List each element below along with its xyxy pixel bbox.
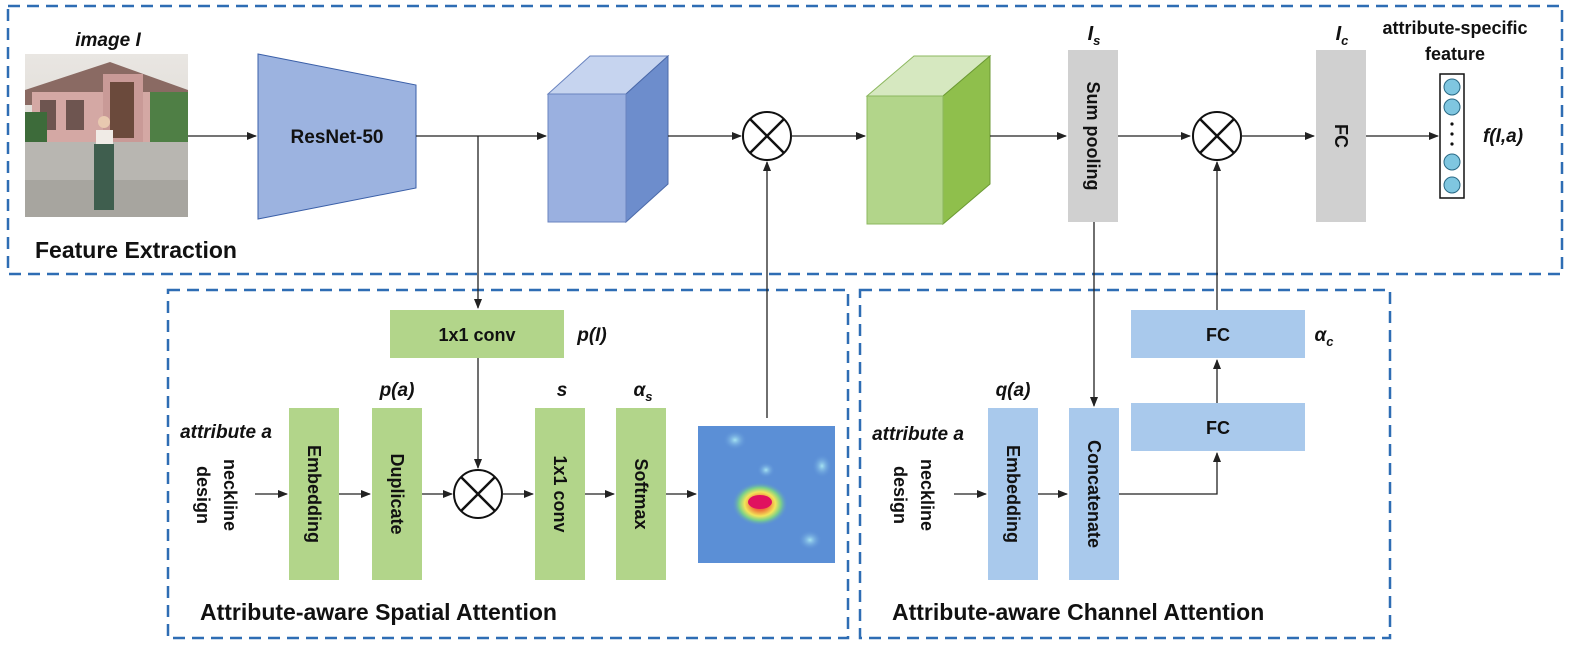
is-label: Is xyxy=(1088,23,1101,48)
ic-label: Ic xyxy=(1336,23,1350,48)
duplicate-block xyxy=(372,408,422,580)
s-label: s xyxy=(557,380,568,401)
feature-map-cube xyxy=(546,54,670,224)
conv-label: 1x1 conv xyxy=(550,455,570,532)
fc-lower-block xyxy=(1131,403,1305,451)
feature-extraction-title: Feature Extraction xyxy=(35,237,237,263)
ellipsis-dot xyxy=(1450,122,1454,126)
conv-block xyxy=(535,408,585,580)
spatial-attention-title: Attribute-aware Spatial Attention xyxy=(200,599,557,625)
conv-top-label: 1x1 conv xyxy=(438,325,515,345)
alpha-s-label: αs xyxy=(633,380,652,404)
channel-attention-border xyxy=(858,288,1392,640)
feature-vector xyxy=(1439,73,1465,199)
spatial-attention-border xyxy=(166,288,850,640)
sum-pooling-block xyxy=(1068,50,1118,222)
fc-output-label: FC xyxy=(1331,124,1351,148)
output-title-line1: attribute-specific xyxy=(1382,18,1527,38)
channel-embedding-label: Embedding xyxy=(1003,445,1023,543)
ellipsis-dot xyxy=(1450,132,1454,136)
fc-output-block xyxy=(1316,50,1366,222)
duplicate-label: Duplicate xyxy=(387,453,407,534)
feature-vector-node xyxy=(1443,176,1461,194)
channel-attention-title: Attribute-aware Channel Attention xyxy=(892,599,1264,625)
fc-upper-label: FC xyxy=(1206,325,1230,345)
attribute-value-line2: design xyxy=(193,466,213,524)
ellipsis-dot xyxy=(1450,142,1454,146)
resnet-label: ResNet-50 xyxy=(291,127,384,148)
softmax-label: Softmax xyxy=(631,458,651,529)
channel-attribute-value-line1: neckline xyxy=(917,459,937,531)
feature-vector-node xyxy=(1443,98,1461,116)
fc-lower-label: FC xyxy=(1206,418,1230,438)
multiply-icon xyxy=(742,111,792,161)
channel-attribute-value-line2: design xyxy=(890,466,910,524)
attended-feature-cube xyxy=(865,54,992,226)
fc-upper-block xyxy=(1131,310,1305,358)
resnet-block xyxy=(257,53,417,220)
p-a-label: p(a) xyxy=(379,380,415,401)
image-label: image I xyxy=(75,30,141,51)
output-title-line2: feature xyxy=(1425,44,1485,64)
spatial-multiply-icon xyxy=(453,469,503,519)
output-label: f(I,a) xyxy=(1483,126,1523,147)
concat-to-fc-arrow xyxy=(1119,452,1221,495)
conv-top-block xyxy=(390,310,564,358)
q-a-label: q(a) xyxy=(996,380,1031,401)
attribute-label: attribute a xyxy=(180,422,272,443)
attention-heatmap xyxy=(698,426,835,563)
channel-multiply-icon xyxy=(1192,111,1242,161)
feature-vector-node xyxy=(1443,153,1461,171)
attribute-value-line1: neckline xyxy=(220,459,240,531)
p-i-label: p(I) xyxy=(576,325,607,346)
feature-vector-node xyxy=(1443,78,1461,96)
channel-embedding-block xyxy=(988,408,1038,580)
sum-pooling-label: Sum pooling xyxy=(1083,82,1103,191)
softmax-block xyxy=(616,408,666,580)
channel-attribute-label: attribute a xyxy=(872,424,964,445)
concatenate-label: Concatenate xyxy=(1084,440,1104,548)
embedding-block xyxy=(289,408,339,580)
input-image xyxy=(25,54,188,217)
alpha-c-label: αc xyxy=(1314,325,1334,349)
concatenate-block xyxy=(1069,408,1119,580)
embedding-label: Embedding xyxy=(304,445,324,543)
